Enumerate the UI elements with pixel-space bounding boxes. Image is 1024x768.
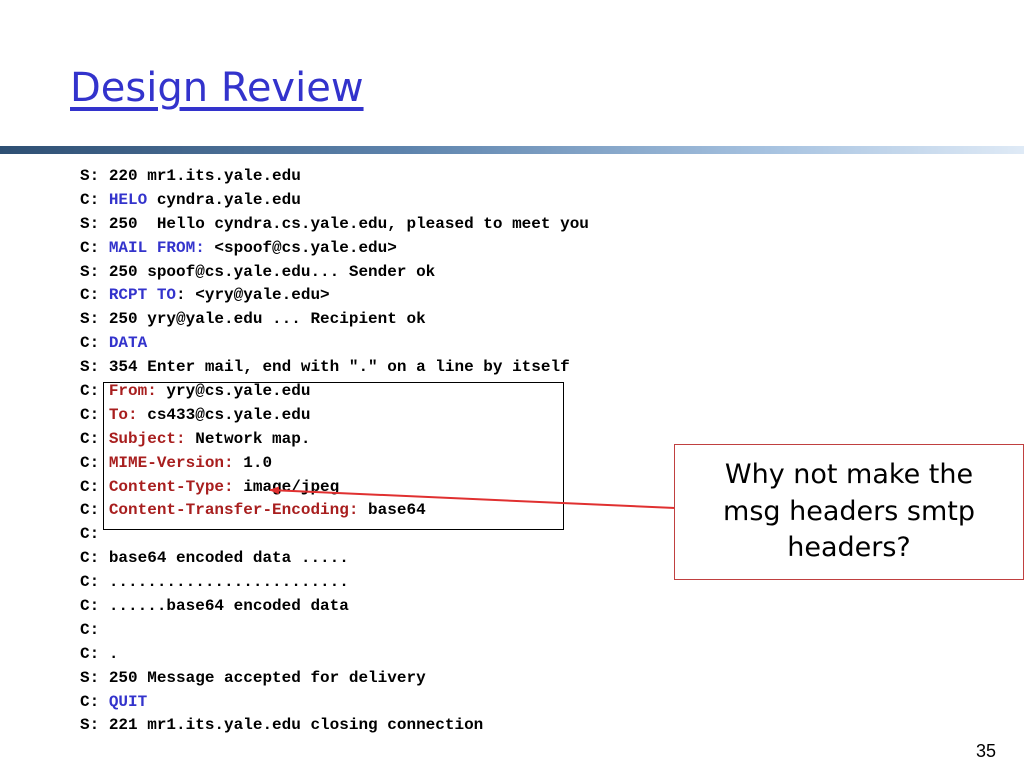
line-text: base64 encoded data ..... (108, 549, 349, 568)
line-text: 220 mr1.its.yale.edu (108, 167, 301, 185)
transcript-line: C: (80, 523, 589, 547)
line-text: 250 Hello cyndra.cs.yale.edu, pleased to… (108, 214, 589, 233)
page-number: 35 (975, 741, 996, 761)
transcript-line: C: ......................... (80, 571, 589, 595)
line-prefix: C: (80, 405, 109, 424)
transcript-line: C: ......base64 encoded data (80, 595, 589, 619)
transcript-line: C: MAIL FROM: <spoof@cs.yale.edu> (80, 237, 589, 261)
message-headers-box (103, 382, 564, 530)
transcript-line: C: RCPT TO: <yry@yale.edu> (80, 284, 589, 308)
line-prefix: S: (80, 167, 109, 185)
line-prefix: C: (80, 692, 109, 711)
transcript-line: C: . (80, 643, 589, 667)
header-name: To: (108, 405, 138, 424)
line-prefix: C: (80, 382, 109, 401)
transcript-line: C: To: cs433@cs.yale.edu (80, 404, 589, 428)
transcript-line: S: 221 mr1.its.yale.edu closing connecti… (80, 714, 589, 738)
line-text: 221 mr1.its.yale.edu closing connection (108, 716, 484, 735)
line-prefix: C: (80, 501, 109, 520)
header-name: MIME-Version: (108, 453, 234, 472)
line-text: 1.0 (233, 453, 273, 472)
transcript-line: S: 250 yry@yale.edu ... Recipient ok (80, 308, 589, 332)
line-text: Network map. (185, 429, 311, 448)
line-prefix: C: (80, 429, 109, 448)
line-prefix: C: (80, 549, 109, 568)
smtp-command: DATA (108, 334, 148, 353)
line-prefix: C: (80, 453, 109, 472)
line-prefix: C: (80, 644, 109, 663)
transcript-line: C: MIME-Version: 1.0 (80, 452, 589, 476)
line-text: 354 Enter mail, end with "." on a line b… (108, 358, 570, 377)
transcript-line: C: HELO cyndra.yale.edu (80, 189, 589, 213)
transcript-line: C: Subject: Network map. (80, 428, 589, 452)
line-prefix: S: (80, 668, 109, 687)
line-prefix: S: (80, 262, 109, 281)
header-name: From: (108, 382, 157, 401)
smtp-command: QUIT (108, 692, 148, 711)
line-text: ......base64 encoded data (108, 597, 349, 616)
line-text: cs433@cs.yale.edu (137, 405, 311, 424)
transcript-line: C: DATA (80, 332, 589, 356)
header-name: Content-Type: (108, 477, 234, 496)
line-prefix: C: (80, 238, 109, 257)
transcript-line: S: 354 Enter mail, end with "." on a lin… (80, 356, 589, 380)
line-prefix: C: (80, 286, 109, 305)
line-text: . (108, 644, 119, 663)
line-prefix: S: (80, 214, 109, 233)
line-prefix: C: (80, 620, 100, 639)
transcript-line: C: QUIT (80, 691, 589, 715)
transcript-line: C: From: yry@cs.yale.edu (80, 380, 589, 404)
line-text: : <yry@yale.edu> (176, 286, 330, 305)
line-text: cyndra.yale.edu (147, 190, 301, 209)
smtp-command: HELO (108, 190, 148, 209)
line-prefix: S: (80, 310, 109, 329)
transcript-line: S: 250 spoof@cs.yale.edu... Sender ok (80, 261, 589, 285)
line-prefix: C: (80, 334, 109, 353)
smtp-command: RCPT TO (108, 286, 177, 305)
line-text: ......................... (108, 573, 349, 592)
line-text: 250 yry@yale.edu ... Recipient ok (108, 310, 426, 329)
line-prefix: C: (80, 573, 109, 592)
header-name: Subject: (108, 429, 186, 448)
line-prefix: C: (80, 477, 109, 496)
callout-box: Why not make the msg headers smtp header… (674, 444, 1024, 580)
transcript-line: S: 250 Message accepted for delivery (80, 667, 589, 691)
line-text: 250 spoof@cs.yale.edu... Sender ok (108, 262, 436, 281)
title-divider-bar (0, 146, 1024, 154)
callout-text: Why not make the msg headers smtp header… (723, 459, 975, 564)
smtp-command: MAIL FROM: (108, 238, 205, 257)
transcript-line: S: 220 mr1.its.yale.edu (80, 165, 589, 189)
line-text: <spoof@cs.yale.edu> (204, 238, 397, 257)
line-prefix: S: (80, 358, 109, 377)
line-prefix: C: (80, 597, 109, 616)
transcript-line: C: base64 encoded data ..... (80, 547, 589, 571)
slide-title: Design Review (70, 65, 364, 111)
line-text: 250 Message accepted for delivery (108, 668, 426, 687)
line-prefix: S: (80, 716, 109, 735)
line-prefix: C: (80, 525, 100, 544)
line-text: yry@cs.yale.edu (156, 382, 311, 401)
transcript-line: C: (80, 619, 589, 643)
line-prefix: C: (80, 190, 109, 209)
transcript-line: S: 250 Hello cyndra.cs.yale.edu, pleased… (80, 213, 589, 237)
